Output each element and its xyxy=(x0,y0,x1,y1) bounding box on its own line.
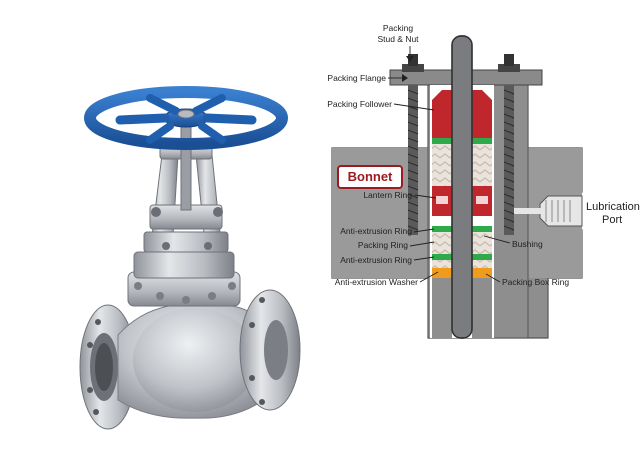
outlet-flange xyxy=(239,289,301,411)
valve-stem-section xyxy=(451,35,473,339)
packing-ring xyxy=(432,232,452,254)
anti-extrusion-washer xyxy=(432,268,452,278)
anti-extrusion-ring-upper xyxy=(432,226,452,232)
label-lubrication-port: Lubrication xyxy=(586,201,640,213)
globe-valve-illustration xyxy=(79,86,301,430)
valve-body xyxy=(117,303,271,419)
label-packing-box-ring: Packing Box Ring xyxy=(502,277,569,287)
lubrication-port xyxy=(506,195,583,227)
svg-text:Bonnet: Bonnet xyxy=(348,169,393,184)
label-packing-stud-nut-2: Stud & Nut xyxy=(377,34,419,44)
label-packing-stud-nut: Packing xyxy=(383,23,414,33)
label-bushing: Bushing xyxy=(512,239,543,249)
label-anti-extrusion-ring-1: Anti-extrusion Ring xyxy=(340,226,412,236)
label-anti-extrusion-ring-2: Anti-extrusion Ring xyxy=(340,255,412,265)
stem-packing-diagram: Bonnet Packing Stud & Nut Packing Flange… xyxy=(327,23,640,339)
label-lubrication-port-2: Port xyxy=(602,214,622,226)
label-lantern-ring: Lantern Ring xyxy=(363,190,412,200)
packing-stud-right xyxy=(498,54,520,235)
packing-box-ring xyxy=(472,268,492,278)
label-packing-follower: Packing Follower xyxy=(327,99,392,109)
label-packing-flange: Packing Flange xyxy=(327,73,386,83)
handwheel xyxy=(84,86,288,150)
label-packing-ring: Packing Ring xyxy=(358,240,408,250)
bonnet-label: Bonnet xyxy=(337,165,403,189)
label-anti-extrusion-washer: Anti-extrusion Washer xyxy=(335,277,418,287)
valve-yoke xyxy=(143,144,229,253)
anti-extrusion-ring-lower xyxy=(432,254,452,260)
bonnet-flange xyxy=(127,251,241,307)
packing-follower xyxy=(432,90,492,138)
packing-stud-left xyxy=(402,54,424,235)
